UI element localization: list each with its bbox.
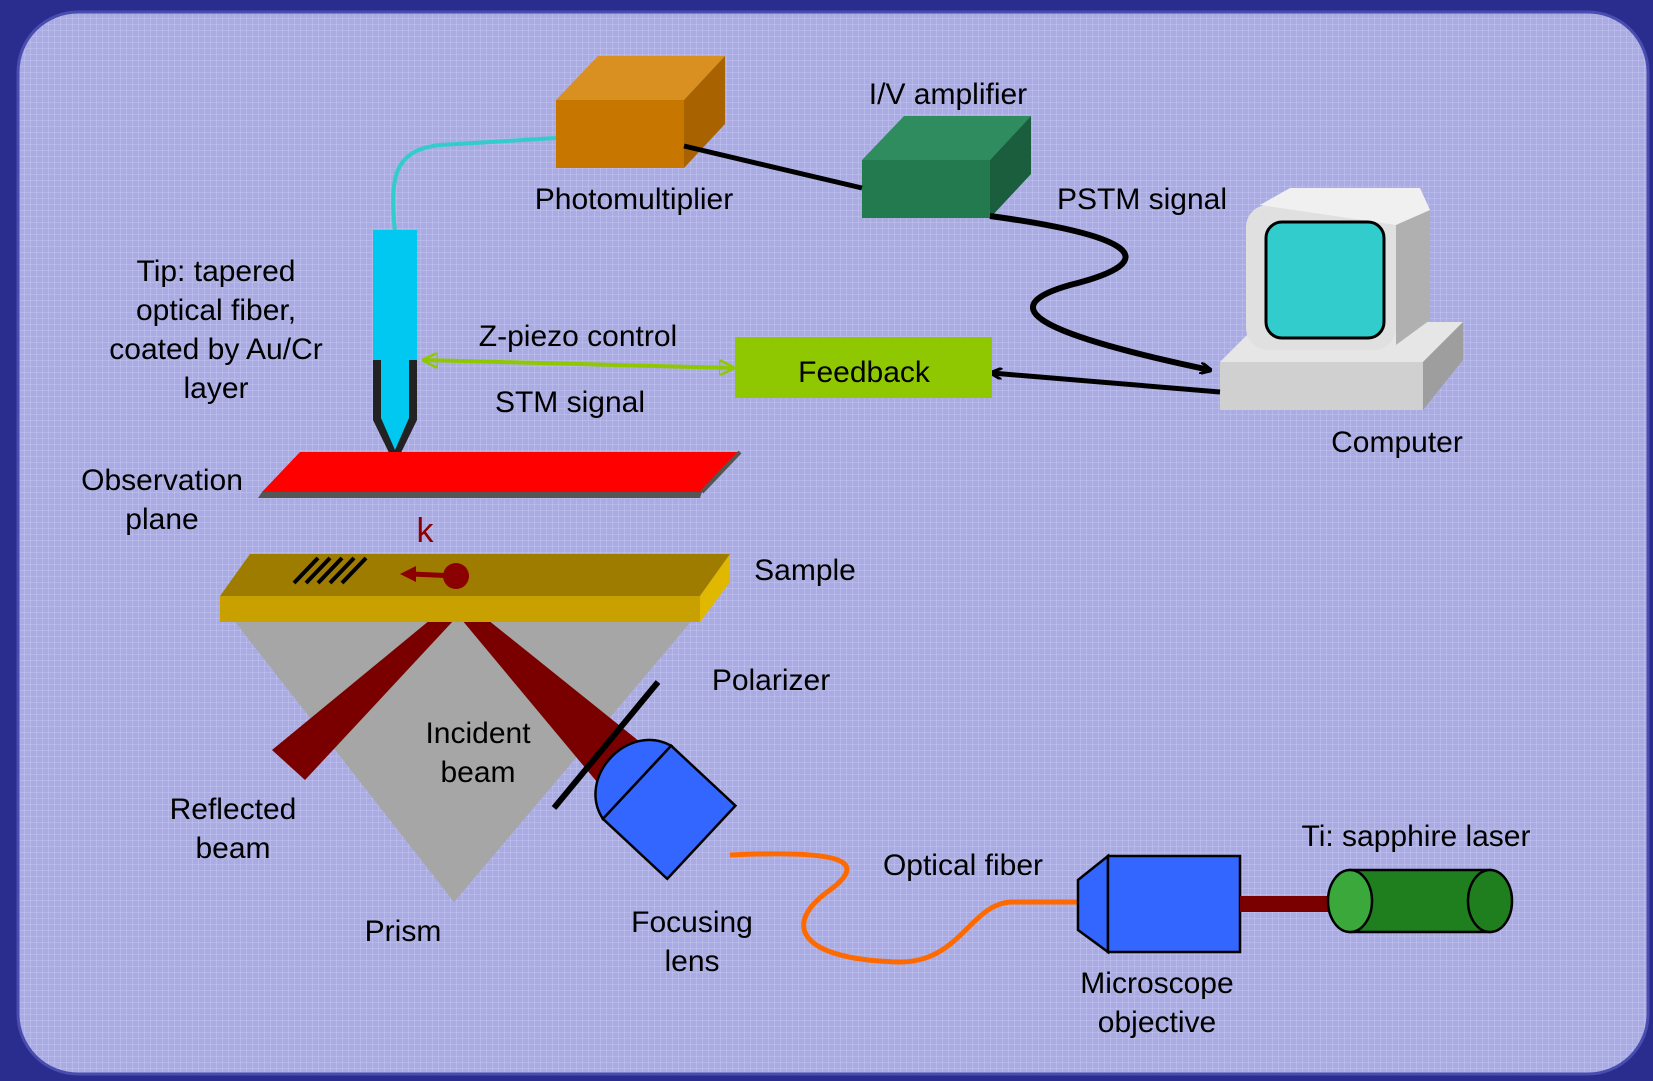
- label-z-piezo: Z-piezo control: [479, 320, 677, 353]
- reflected-beam: [272, 620, 454, 780]
- label-tip-3: coated by Au/Cr: [109, 333, 322, 366]
- label-tip-2: optical fiber,: [136, 294, 296, 327]
- pmt-amplifier-cable: [683, 143, 863, 191]
- label-observation-2: plane: [125, 503, 198, 536]
- photomultiplier-box: [556, 56, 725, 168]
- label-sample: Sample: [754, 554, 856, 587]
- label-feedback: Feedback: [798, 356, 931, 389]
- laser: [1326, 868, 1514, 934]
- label-microscope-1: Microscope: [1080, 967, 1233, 1000]
- label-photomultiplier: Photomultiplier: [535, 183, 733, 216]
- label-incident-2: beam: [440, 756, 515, 789]
- pstm-signal-cable: [989, 213, 1210, 370]
- label-k: k: [417, 512, 435, 550]
- label-laser: Ti: sapphire laser: [1302, 820, 1531, 853]
- computer-icon: [1220, 188, 1463, 410]
- label-tip-4: layer: [183, 372, 248, 405]
- label-focusing-2: lens: [664, 945, 719, 978]
- tip-fiber-cable: [391, 136, 557, 233]
- label-reflected-2: beam: [195, 832, 270, 865]
- polarizer: [551, 680, 661, 810]
- fiber-tip: [373, 230, 417, 465]
- iv-amplifier-box: [862, 116, 1031, 218]
- label-pstm-signal: PSTM signal: [1057, 183, 1227, 216]
- label-incident-1: Incident: [425, 717, 531, 750]
- label-optical-fiber: Optical fiber: [883, 849, 1043, 882]
- sample: [220, 554, 730, 622]
- label-observation-1: Observation: [81, 464, 243, 497]
- laser-beam: [1240, 896, 1344, 912]
- focusing-lens: [594, 738, 738, 881]
- computer-feedback-cable: [992, 373, 1221, 395]
- label-focusing-1: Focusing: [631, 906, 753, 939]
- label-tip-1: Tip: tapered: [137, 255, 296, 288]
- wavevector-arrow: [400, 563, 469, 589]
- label-reflected-1: Reflected: [170, 793, 297, 826]
- label-stm-signal: STM signal: [495, 386, 645, 419]
- feedback-box: [735, 337, 992, 398]
- label-prism: Prism: [365, 915, 442, 948]
- incident-beam: [462, 620, 650, 800]
- z-piezo-arrow: [424, 360, 733, 368]
- optical-fiber-cable: [729, 851, 1078, 965]
- microscope-objective: [1076, 853, 1242, 955]
- label-polarizer: Polarizer: [712, 664, 830, 697]
- label-iv-amplifier: I/V amplifier: [869, 78, 1027, 111]
- label-microscope-2: objective: [1098, 1006, 1216, 1039]
- observation-plane: [258, 450, 742, 498]
- label-computer: Computer: [1331, 426, 1463, 459]
